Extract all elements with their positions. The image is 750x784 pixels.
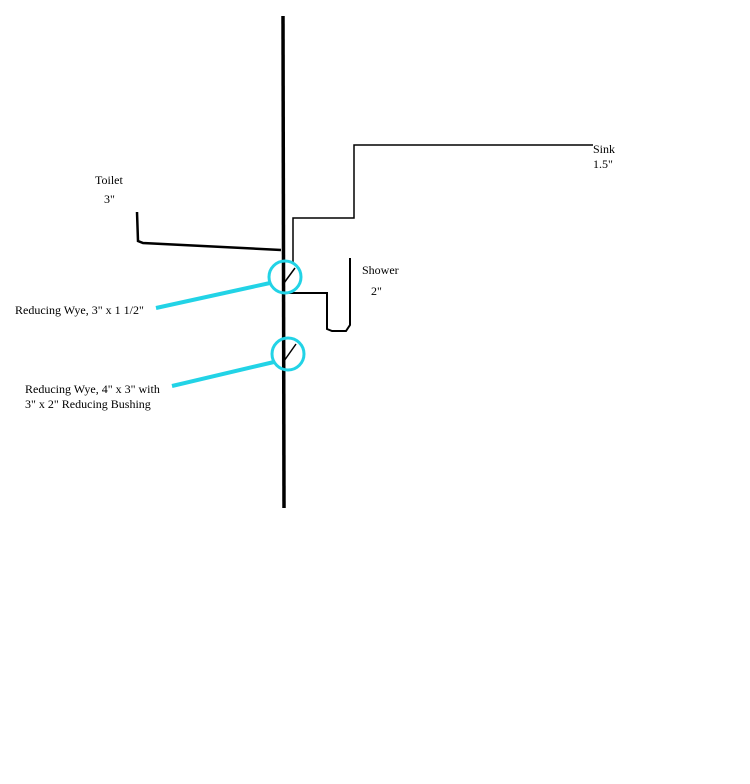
wye-lower-label-line2: 3" x 2" Reducing Bushing xyxy=(25,397,151,411)
wye-fitting-upper xyxy=(283,267,296,284)
toilet-drain-pipe xyxy=(135,211,282,252)
toilet-size-label: 3" xyxy=(104,192,115,206)
wye-upper-label: Reducing Wye, 3" x 1 1/2" xyxy=(15,303,144,317)
wye-callout-circle-upper xyxy=(267,259,303,295)
sink-drain-pipe xyxy=(292,144,593,264)
wye-lower-label-line1: Reducing Wye, 4" x 3" with xyxy=(25,382,160,396)
wye-callout-leader-upper xyxy=(155,281,271,310)
wye-callout-circle-lower xyxy=(270,336,306,372)
toilet-label: Toilet xyxy=(95,173,123,187)
shower-size-label: 2" xyxy=(371,284,382,298)
sink-size-label: 1.5" xyxy=(593,157,613,171)
shower-drain-pipe xyxy=(286,258,351,332)
sink-label: Sink xyxy=(593,142,616,156)
wye-fitting-lower xyxy=(283,343,297,362)
wye-callout-leader-lower xyxy=(171,360,275,388)
shower-label: Shower xyxy=(362,263,399,277)
